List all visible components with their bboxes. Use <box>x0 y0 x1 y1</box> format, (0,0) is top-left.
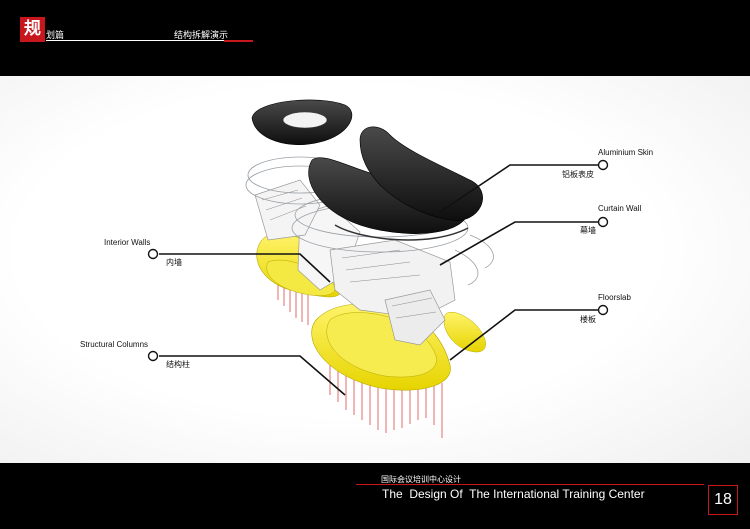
floorslab-label: Floorslab <box>598 293 631 302</box>
interior-walls-label: Interior Walls <box>104 238 151 247</box>
curtain-wall-label-cn: 幕墙 <box>580 226 596 235</box>
page-number: 18 <box>708 485 738 515</box>
interior-walls-label-cn: 内墙 <box>166 258 182 267</box>
footer-project-title-en: The Design Of The International Training… <box>382 487 645 501</box>
structural-columns-leader <box>159 355 346 396</box>
aluminium-skin <box>251 99 483 241</box>
structural-columns-dot <box>147 350 159 362</box>
interior-walls-dot <box>147 248 159 260</box>
floorslab-label-cn: 楼板 <box>580 315 596 324</box>
aluminium-skin-dot <box>597 159 609 171</box>
aluminium-skin-leader <box>439 164 598 213</box>
interior-walls-leader <box>159 253 331 283</box>
floorslab-dot <box>597 304 609 316</box>
exploded-building-illustration <box>147 99 609 438</box>
footer-bar <box>0 463 750 529</box>
footer-project-title-cn: 国际会议培训中心设计 <box>381 475 461 484</box>
callout-lines <box>159 164 598 396</box>
chapter-badge: 规 <box>20 17 45 42</box>
floorslab-leader <box>449 309 598 361</box>
callout-dots <box>147 159 609 362</box>
header-rule <box>46 40 224 41</box>
curtain-wall-leader <box>439 221 598 266</box>
section-title: 结构拆解演示 <box>174 31 229 41</box>
chapter-suffix: 划篇 <box>46 31 65 41</box>
curtain-wall-label: Curtain Wall <box>598 204 642 213</box>
curtain-wall-dot <box>597 216 609 228</box>
structural-columns-label: Structural Columns <box>80 340 149 349</box>
aluminium-skin-label-cn: 铝板表皮 <box>562 170 594 179</box>
header-bar <box>0 0 750 76</box>
aluminium-skin-label: Aluminium Skin <box>598 148 654 157</box>
structural-columns-label-cn: 结构柱 <box>166 360 190 369</box>
footer-rule <box>356 484 704 485</box>
header-accent-rule <box>224 40 253 42</box>
